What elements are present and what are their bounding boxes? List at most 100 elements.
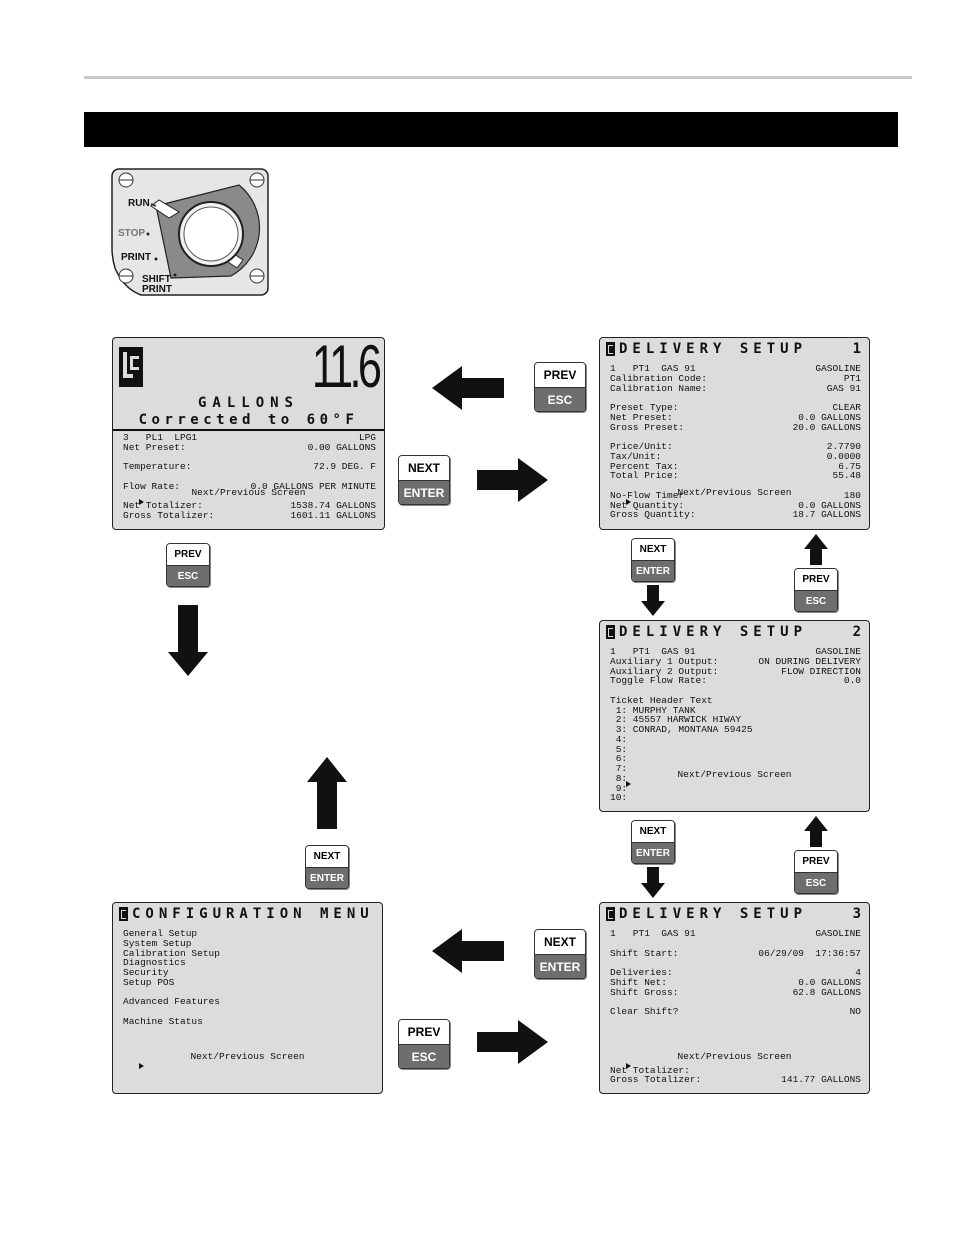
row-value: 141.77 GALLONS [781,1074,861,1086]
next-enter-key[interactable]: NEXT ENTER [398,455,450,505]
footer-text: Next/Previous Screen [677,769,792,780]
arrow-up-icon [307,757,347,829]
arrow-down-icon [641,867,665,898]
screen-footer: Next/Previous Screen [116,488,381,528]
screen-row: Calibration Setup [123,948,374,959]
screen-row: Net Quantity:0.0 GALLONS [610,499,861,511]
row-value: 06/29/09 17:36:57 [758,947,861,959]
prev-esc-key[interactable]: PREV ESC [794,850,838,894]
row-value: 6.75 [838,460,861,472]
prev-esc-key[interactable]: PREV ESC [398,1019,450,1069]
row-label: 1: MURPHY TANK [610,704,696,716]
arrow-up-icon [804,816,828,847]
divider [113,429,384,431]
row-label: 1 PT1 GAS 91 [610,363,696,374]
screen-row [610,1017,861,1027]
screen-row: Net Totalizer: [610,1065,861,1076]
screen-row: 8: [610,772,861,784]
screen-footer: Next/Previous Screen [603,770,866,810]
screen-row: 1 PT1 GAS 91 GASOLINE [610,647,861,657]
row-label: 8: [610,772,628,784]
row-label: Auxiliary 2 Output: [610,665,719,677]
screen-row [610,1036,861,1046]
footer-text: Next/Previous Screen [190,1051,305,1062]
screen-title: DELIVERY SETUP [606,341,807,357]
arrow-left-icon [432,929,504,973]
enter-label: ENTER [399,481,449,504]
screen-footer: Next/Previous Screen [603,488,866,528]
next-enter-key[interactable]: NEXT ENTER [631,538,675,582]
row-label: Gross Totalizer: [610,1074,702,1086]
screen-row: Shift Net:0.0 GALLONS [610,976,861,988]
screen-row: Gross Preset:20.0 GALLONS [610,422,861,433]
row-value: 0.0 GALLONS [798,499,861,511]
next-enter-key[interactable]: NEXT ENTER [305,845,349,889]
esc-label: ESC [167,566,209,586]
row-label: Machine Status [123,1015,203,1027]
lc-logo-icon [119,907,128,921]
prev-esc-key[interactable]: PREV ESC [534,362,586,412]
row-value: 0.00 GALLONS [307,441,376,453]
screen-row: Flow Rate:0.0 GALLONS PER MINUTE [123,481,376,492]
switch-label-shift: SHIFT [142,274,171,285]
row-label: Auxiliary 1 Output: [610,655,719,667]
main-quantity: 11.6 [311,337,382,400]
row-label: Gross Quantity: [610,509,696,521]
next-label: NEXT [632,821,674,843]
screen-row: Net Totalizer:1538.74 GALLONS [123,501,376,511]
main-display-header: 11.6 [113,338,384,400]
screen-footer: Next/Previous Screen [603,1052,866,1092]
screen-row: 4: [610,734,861,745]
row-value: GASOLINE [815,646,861,657]
footer-text: Next/Previous Screen [677,1051,792,1062]
row-label: Advanced Features [123,996,220,1008]
arrow-down-icon [168,605,208,676]
row-value: LPG [358,432,376,443]
next-enter-key[interactable]: NEXT ENTER [534,929,586,979]
prev-esc-key[interactable]: PREV ESC [794,568,838,612]
switch-label-print: PRINT [121,252,151,263]
row-label: Price/Unit: [610,441,673,452]
prev-esc-key[interactable]: PREV ESC [166,543,210,587]
screen-row: Ticket Header Text [610,694,861,706]
screen-row: 2: 45557 HARWICK HIWAY [610,715,861,725]
row-label: Shift Net: [610,976,668,988]
screen-row: 10: [610,793,861,803]
switch-label-run: RUN [128,198,150,209]
screen-row: Advanced Features [123,997,374,1007]
row-label: 3 PL1 LPG1 [123,432,198,443]
screen-row: Clear Shift? NO [610,1007,861,1017]
row-value: NO [849,1006,861,1017]
row-value: 180 [843,489,861,501]
row-label: 1 PT1 GAS 91 [610,646,696,657]
screen-row: Deliveries:4 [610,968,861,978]
screen-page-number: 2 [852,624,861,640]
row-label: Shift Start: [610,947,679,959]
row-value: 55.48 [832,470,861,482]
row-value: 18.7 GALLONS [792,509,861,521]
row-value: GAS 91 [826,382,861,394]
row-label: Ticket Header Text [610,694,713,706]
play-icon [138,499,144,505]
next-enter-key[interactable]: NEXT ENTER [631,820,675,864]
screen-row: 6: [610,754,861,764]
section-title-bar [84,112,898,147]
row-value: 0.0 [843,675,861,687]
run-stop-print-switch[interactable]: RUN STOP PRINT SHIFT PRINT [111,168,269,296]
screen-row: 7: [610,764,861,774]
row-label: 9: [610,782,628,794]
row-label: 3: CONRAD, MONTANA 59425 [610,724,753,735]
row-label: No-Flow Timer [610,489,685,501]
esc-label: ESC [535,388,585,411]
screen-footer: Next/Previous Screen [116,1052,379,1092]
play-icon [138,1063,144,1069]
screen-row: Security [123,968,374,978]
screen-row: System Setup [123,938,374,949]
row-label: Clear Shift? [610,1006,679,1017]
